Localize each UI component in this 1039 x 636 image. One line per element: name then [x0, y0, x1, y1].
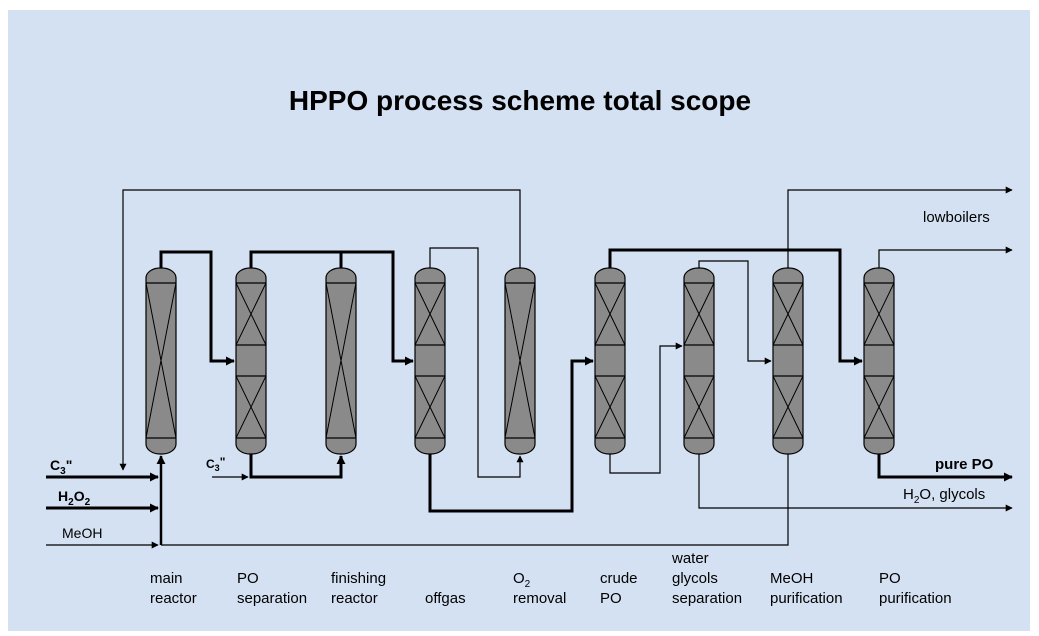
- stream-lowboilers-out: [787, 186, 1013, 268]
- column-main-reactor: [145, 267, 177, 455]
- label-lowboilers: lowboilers: [923, 209, 990, 226]
- diagram-title: HPPO process scheme total scope: [289, 85, 751, 116]
- stream-water-top-to-meoh: [698, 260, 772, 365]
- stream-finishing-to-offgas: [339, 250, 414, 366]
- column-meoh-purification: [772, 267, 804, 455]
- label-meoh-feed: MeOH: [62, 525, 102, 541]
- stream-crude-bottom-to-water: [609, 342, 683, 474]
- column-po-separation: [235, 267, 267, 455]
- stream-main-to-po-sep: [159, 250, 235, 366]
- label-c3-second-feed: C3": [206, 455, 225, 473]
- column-water-glycols-separation: [683, 267, 715, 455]
- label-h2o-glycols: H2O, glycols: [903, 486, 985, 506]
- stream-meoh-recycle: [161, 454, 789, 546]
- label-h2o2-feed: H2O2: [58, 488, 91, 508]
- stream-offgas-bottom-to-crude: [428, 356, 594, 513]
- column-po-purification: [863, 267, 895, 455]
- stream-po-sep-to-finishing: [249, 454, 346, 479]
- unit-label-offgas: offgas: [425, 590, 466, 607]
- stream-propene-recycle: [119, 189, 521, 471]
- stream-offgas-to-o2: [429, 247, 524, 478]
- stream-h2o-glycols-out: [698, 454, 1013, 512]
- stream-pure-po-out: [877, 454, 1013, 482]
- stream-crude-to-po-purification: [608, 248, 863, 366]
- column-o2-removal: [504, 267, 536, 455]
- label-pure-po: pure PO: [935, 456, 994, 473]
- column-offgas: [414, 267, 446, 455]
- stream-po-pur-top-out: [878, 246, 1013, 268]
- column-finishing-reactor: [325, 267, 357, 455]
- label-c3-feed: C3": [50, 457, 72, 477]
- column-crude-po: [594, 267, 626, 455]
